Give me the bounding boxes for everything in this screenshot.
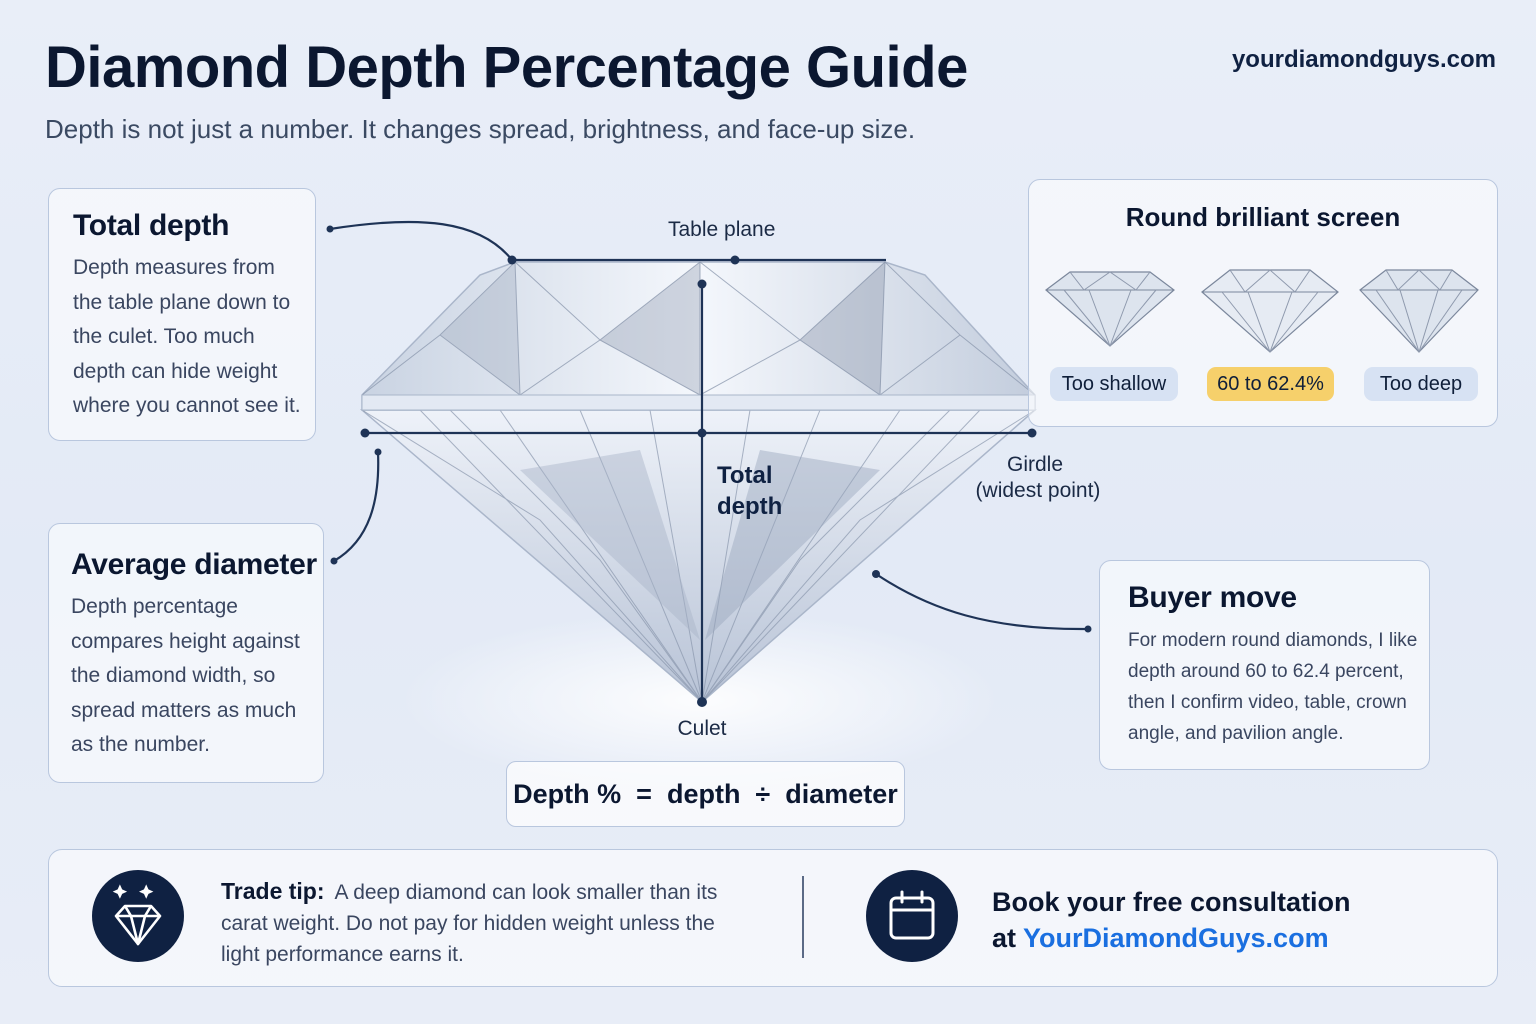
site-name[interactable]: yourdiamondguys.com [1231,46,1496,73]
page-subtitle: Depth is not just a number. It changes s… [45,114,916,144]
consultation-link[interactable]: YourDiamondGuys.com [1023,923,1329,953]
girdle-label: Girdle [1006,453,1064,476]
consultation-line: Book your free consultation [992,887,1351,917]
average-diameter-card: Average diameter Depth percentage compar… [48,523,324,783]
total-depth-label: Total depth [717,462,783,520]
total-depth-card: Total depth Depth measures from the tabl… [48,188,316,441]
consultation-cta[interactable]: Book your free consultation at YourDiamo… [992,884,1351,956]
depth-formula: Depth % = depth ÷ diameter [506,761,905,827]
trade-tip: Trade tip:A deep diamond can look smalle… [221,876,741,970]
culet-label: Culet [677,717,727,740]
calendar-icon[interactable] [866,870,958,962]
bottom-banner: Trade tip:A deep diamond can look smalle… [48,849,1498,987]
buyer-move-title: Buyer move [1128,581,1297,614]
screen-title: Round brilliant screen [1125,202,1401,232]
table-plane-label: Table plane [668,218,776,241]
too-shallow-pill: Too shallow [1050,367,1178,401]
total-depth-title: Total depth [73,209,230,242]
banner-divider [802,876,804,958]
consultation-prefix: at [992,923,1024,953]
buyer-move-body: For modern round diamonds, I like depth … [1128,630,1418,744]
diamond-ideal-icon [1201,269,1339,353]
diamond-deep-icon [1359,269,1479,353]
diamond-shallow-icon [1045,271,1175,347]
average-diameter-title: Average diameter [71,548,317,581]
ideal-depth-pill: 60 to 62.4% [1207,367,1334,401]
girdle-note: (widest point) [975,479,1101,502]
trade-tip-text: A deep diamond can look smaller than its… [221,881,718,966]
trade-tip-label: Trade tip: [221,878,325,904]
total-depth-body: Depth measures from the table plane down… [73,256,301,417]
too-deep-pill: Too deep [1364,367,1478,401]
average-diameter-body: Depth percentage compares height against… [71,595,300,756]
page-title: Diamond Depth Percentage Guide [45,35,968,100]
diamond-sparkle-icon [92,870,184,962]
buyer-move-card: Buyer move For modern round diamonds, I … [1099,560,1430,770]
